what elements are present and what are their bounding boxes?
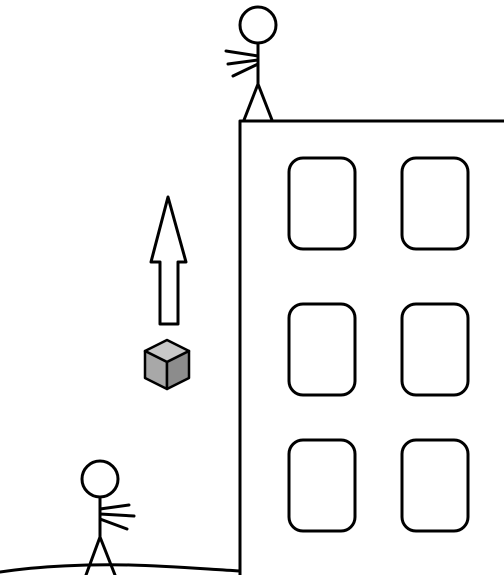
cube-right-face	[165, 349, 191, 391]
figure-arms	[98, 503, 136, 531]
building-window	[287, 302, 357, 397]
stick-figure-on-ground	[80, 459, 136, 575]
cube	[143, 338, 191, 391]
ground-line	[0, 563, 242, 574]
up-arrow	[149, 195, 188, 326]
building-window	[287, 438, 357, 533]
building-window	[400, 438, 470, 533]
figure-legs	[242, 82, 274, 122]
figure-head	[80, 459, 120, 499]
building-window	[400, 302, 470, 397]
stick-figure-on-roof	[224, 5, 278, 122]
figure-head	[238, 5, 278, 45]
building	[238, 119, 504, 575]
building-window	[287, 156, 357, 251]
figure-arms	[224, 49, 260, 78]
figure-legs	[84, 535, 117, 575]
building-window	[400, 156, 470, 251]
building-outline	[238, 119, 504, 575]
